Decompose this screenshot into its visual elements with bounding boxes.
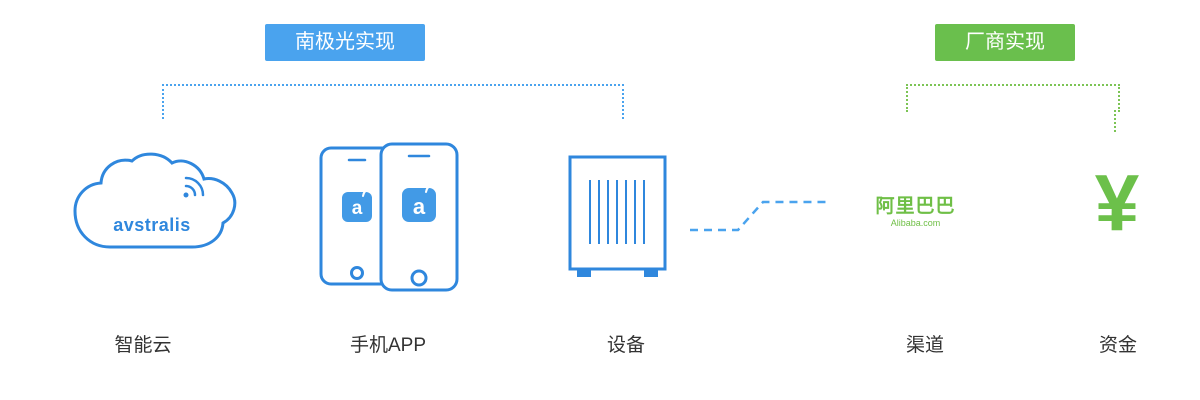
dashed-step-line — [690, 200, 830, 232]
phone-back-icon: a — [319, 146, 395, 286]
label-channel: 渠道 — [905, 335, 945, 356]
label-mobile-app: 手机APP — [349, 335, 427, 356]
app-icon-letter: a — [413, 194, 426, 219]
label-funds: 资金 — [1098, 335, 1138, 356]
phone-front-icon: a — [379, 142, 459, 292]
yen-icon: ¥ — [1094, 158, 1140, 247]
phone-back-home-button — [350, 266, 364, 280]
app-icon-letter: a — [352, 198, 363, 219]
wifi-dot — [183, 192, 189, 198]
device-foot-right — [644, 269, 658, 277]
phone-front-home-button — [410, 269, 428, 287]
app-icon-leaf — [362, 187, 371, 197]
wifi-signal-icon — [183, 176, 205, 198]
app-icon-leaf — [425, 183, 434, 193]
blue-dotted-bracket — [162, 84, 624, 119]
device-grill-lines — [589, 180, 645, 244]
label-device: 设备 — [606, 335, 646, 356]
app-icon — [402, 188, 436, 222]
smart-cloud-icon: avstralis — [73, 152, 237, 249]
device-icon — [568, 155, 667, 277]
alibaba-logo: 阿里巴巴 Alibaba.com — [858, 196, 973, 228]
device-foot-left — [577, 269, 591, 277]
wifi-arc-small — [184, 184, 197, 197]
cloud-brand-text: avstralis — [113, 215, 191, 235]
wifi-arc-large — [184, 176, 205, 197]
badge-aurora-implemented: 南极光实现 — [265, 24, 425, 61]
alibaba-logo-text: 阿里巴巴 — [875, 196, 956, 217]
alibaba-logo-subtext: Alibaba.com — [890, 218, 941, 228]
label-smart-cloud: 智能云 — [114, 335, 172, 356]
green-dotted-bracket — [906, 84, 1120, 112]
badge-vendor-implemented: 厂商实现 — [935, 24, 1075, 61]
cloud-outline — [73, 152, 237, 249]
app-icon — [342, 192, 372, 222]
mobile-app-phones-icon: a a — [319, 142, 459, 292]
green-dotted-bracket-extension — [1114, 110, 1116, 132]
dashed-step-connector — [690, 200, 830, 232]
